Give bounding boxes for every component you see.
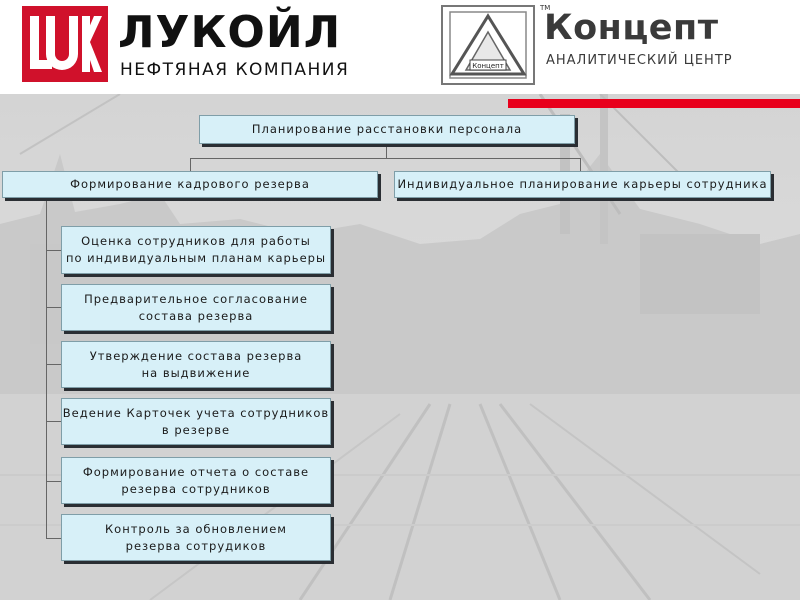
root-node: Планирование расстановки персонала	[199, 115, 575, 144]
concept-logo: Концепт TM Концепт АНАЛИТИЧЕСКИЙ ЦЕНТР	[440, 4, 790, 88]
step-node-4: Ведение Карточек учета сотрудников в рез…	[61, 398, 331, 445]
connector-step-2	[46, 307, 62, 308]
concept-wordmark: Концепт	[544, 8, 718, 48]
step-node-1: Оценка сотрудников для работы по индивид…	[61, 226, 331, 274]
branch-node-reserve: Формирование кадрового резерва	[2, 171, 378, 198]
step-node-5: Формирование отчета о составе резерва со…	[61, 457, 331, 504]
lukoil-wordmark: ЛУКОЙЛ	[118, 8, 341, 58]
connector-right-branch	[580, 158, 581, 172]
svg-text:Концепт: Концепт	[472, 62, 504, 70]
lukoil-mark-icon	[22, 6, 108, 82]
connector-branch-horizontal	[190, 158, 580, 159]
concept-emblem-icon: Концепт	[440, 4, 536, 86]
step-node-6: Контроль за обновлением резерва сотрудик…	[61, 514, 331, 561]
header: ЛУКОЙЛ НЕФТЯНАЯ КОМПАНИЯ Концепт TM Конц…	[0, 0, 800, 94]
red-accent-bar	[508, 99, 800, 108]
connector-step-1	[46, 250, 62, 251]
connector-step-6	[46, 538, 62, 539]
connector-root-down	[386, 144, 387, 158]
connector-step-4	[46, 421, 62, 422]
branch-node-career: Индивидуальное планирование карьеры сотр…	[394, 171, 771, 198]
step-node-3: Утверждение состава резерва на выдвижени…	[61, 341, 331, 388]
connector-left-branch	[190, 158, 191, 172]
connector-step-3	[46, 364, 62, 365]
connector-step-5	[46, 481, 62, 482]
step-node-2: Предварительное согласование состава рез…	[61, 284, 331, 331]
lukoil-subtitle: НЕФТЯНАЯ КОМПАНИЯ	[120, 60, 349, 80]
concept-subtitle: АНАЛИТИЧЕСКИЙ ЦЕНТР	[546, 53, 733, 68]
lukoil-logo: ЛУКОЙЛ НЕФТЯНАЯ КОМПАНИЯ	[22, 6, 362, 86]
